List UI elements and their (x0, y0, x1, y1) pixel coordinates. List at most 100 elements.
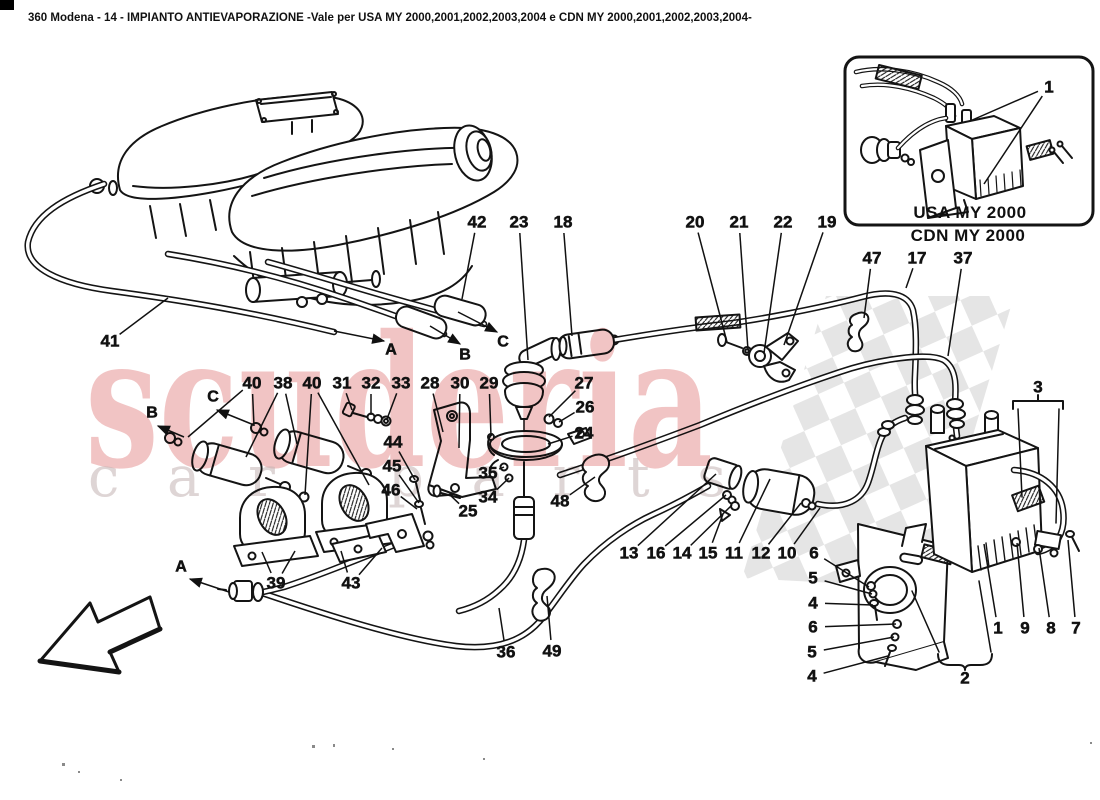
leader-line (690, 504, 733, 546)
direction-arrow (188, 577, 230, 593)
inset-label-cdn: CDN MY 2000 (911, 226, 1026, 245)
support-mounts-drawing (233, 471, 425, 567)
leader-line (547, 435, 573, 445)
callout-43: 43 (342, 574, 361, 593)
leader-line (983, 95, 1043, 185)
leader-line (398, 451, 416, 481)
check-valve-drawing (703, 457, 817, 522)
page-corner-mark (0, 0, 14, 10)
callout-31: 31 (333, 374, 352, 393)
callout-16: 16 (647, 544, 666, 563)
callout-17: 17 (908, 249, 927, 268)
travel-direction-arrow (37, 595, 163, 675)
leader-line (251, 393, 255, 427)
leader-line (281, 550, 296, 574)
leader-line (823, 655, 889, 674)
callout-3: 3 (1033, 378, 1042, 397)
callout-27: 27 (575, 374, 594, 393)
leader-line (793, 507, 821, 545)
callout-39: 39 (267, 574, 286, 593)
direction-arrow (457, 311, 499, 333)
callout-32: 32 (362, 374, 381, 393)
mounting-plate-drawing (835, 523, 955, 671)
leader-line (261, 551, 272, 574)
leader-line (400, 495, 418, 510)
leader-line (824, 602, 874, 606)
callout-47: 47 (863, 249, 882, 268)
view-label-A: A (385, 342, 397, 359)
leader-line (546, 595, 552, 641)
scan-artifacts (62, 742, 1092, 781)
leader-line (569, 476, 596, 496)
callout-42: 42 (468, 213, 487, 232)
callout-14: 14 (673, 544, 692, 563)
leader-line (548, 390, 576, 418)
leader-line (947, 268, 962, 357)
leader-line (711, 513, 724, 543)
view-label-B: B (146, 405, 158, 422)
view-label-B: B (459, 347, 471, 364)
leader-line (767, 502, 802, 545)
diagram-art (24, 55, 1095, 781)
callout-8: 8 (1046, 619, 1055, 638)
leader-line (824, 623, 897, 628)
direction-arrow (215, 409, 255, 426)
leader-line (461, 232, 476, 300)
inset-label-usa: USA MY 2000 (913, 203, 1026, 222)
callout-1: 1 (993, 619, 1002, 638)
canister-drawing (925, 404, 1043, 573)
view-label-C: C (497, 334, 509, 351)
leader-line (664, 494, 727, 547)
quick-connector-drawing (217, 580, 264, 602)
canister-strap-drawing (1010, 394, 1080, 558)
leader-line (245, 392, 279, 458)
callout-7: 7 (1071, 619, 1080, 638)
inset-panel (843, 55, 1095, 227)
leader-line (823, 558, 870, 588)
leader-line (458, 393, 461, 449)
leader-line (496, 477, 510, 491)
callout-37: 37 (954, 249, 973, 268)
leader-line (783, 232, 824, 346)
leader-line (563, 232, 573, 337)
leader-line (340, 550, 349, 573)
callout-29: 29 (480, 374, 499, 393)
callout-5: 5 (807, 643, 816, 662)
callout-22: 22 (774, 213, 793, 232)
leader-line (824, 580, 873, 595)
watermark-subtext: car parts (88, 445, 726, 510)
callout-15: 15 (699, 544, 718, 563)
leader-line (119, 297, 169, 335)
leader-line (304, 393, 313, 496)
callout-20: 20 (686, 213, 705, 232)
leader-line (823, 636, 895, 651)
callout-1: 1 (1044, 78, 1053, 97)
leader-line (983, 543, 997, 618)
leader-line (863, 268, 872, 319)
leader-line (187, 389, 244, 438)
leader-line (1067, 539, 1076, 618)
leader-line (398, 474, 420, 504)
direction-arrow (333, 330, 386, 344)
callout-46: 46 (382, 481, 401, 500)
callout-35: 35 (479, 464, 498, 483)
callout-26: 26 (576, 398, 595, 417)
callout-44: 44 (384, 433, 403, 452)
leader-line (763, 232, 783, 354)
leader-line (358, 547, 383, 576)
callout-10: 10 (778, 544, 797, 563)
leader-line (739, 232, 749, 351)
leader-line (738, 478, 771, 544)
callout-4: 4 (808, 594, 818, 613)
callout-28: 28 (421, 374, 440, 393)
callout-49: 49 (543, 642, 562, 661)
leader-line (1016, 542, 1025, 618)
callout-11: 11 (725, 544, 743, 563)
view-label-A: A (175, 559, 187, 576)
callout-19: 19 (818, 213, 837, 232)
callout-13: 13 (620, 544, 639, 563)
callout-24: 24 (575, 424, 594, 443)
callout-34: 34 (479, 488, 498, 507)
